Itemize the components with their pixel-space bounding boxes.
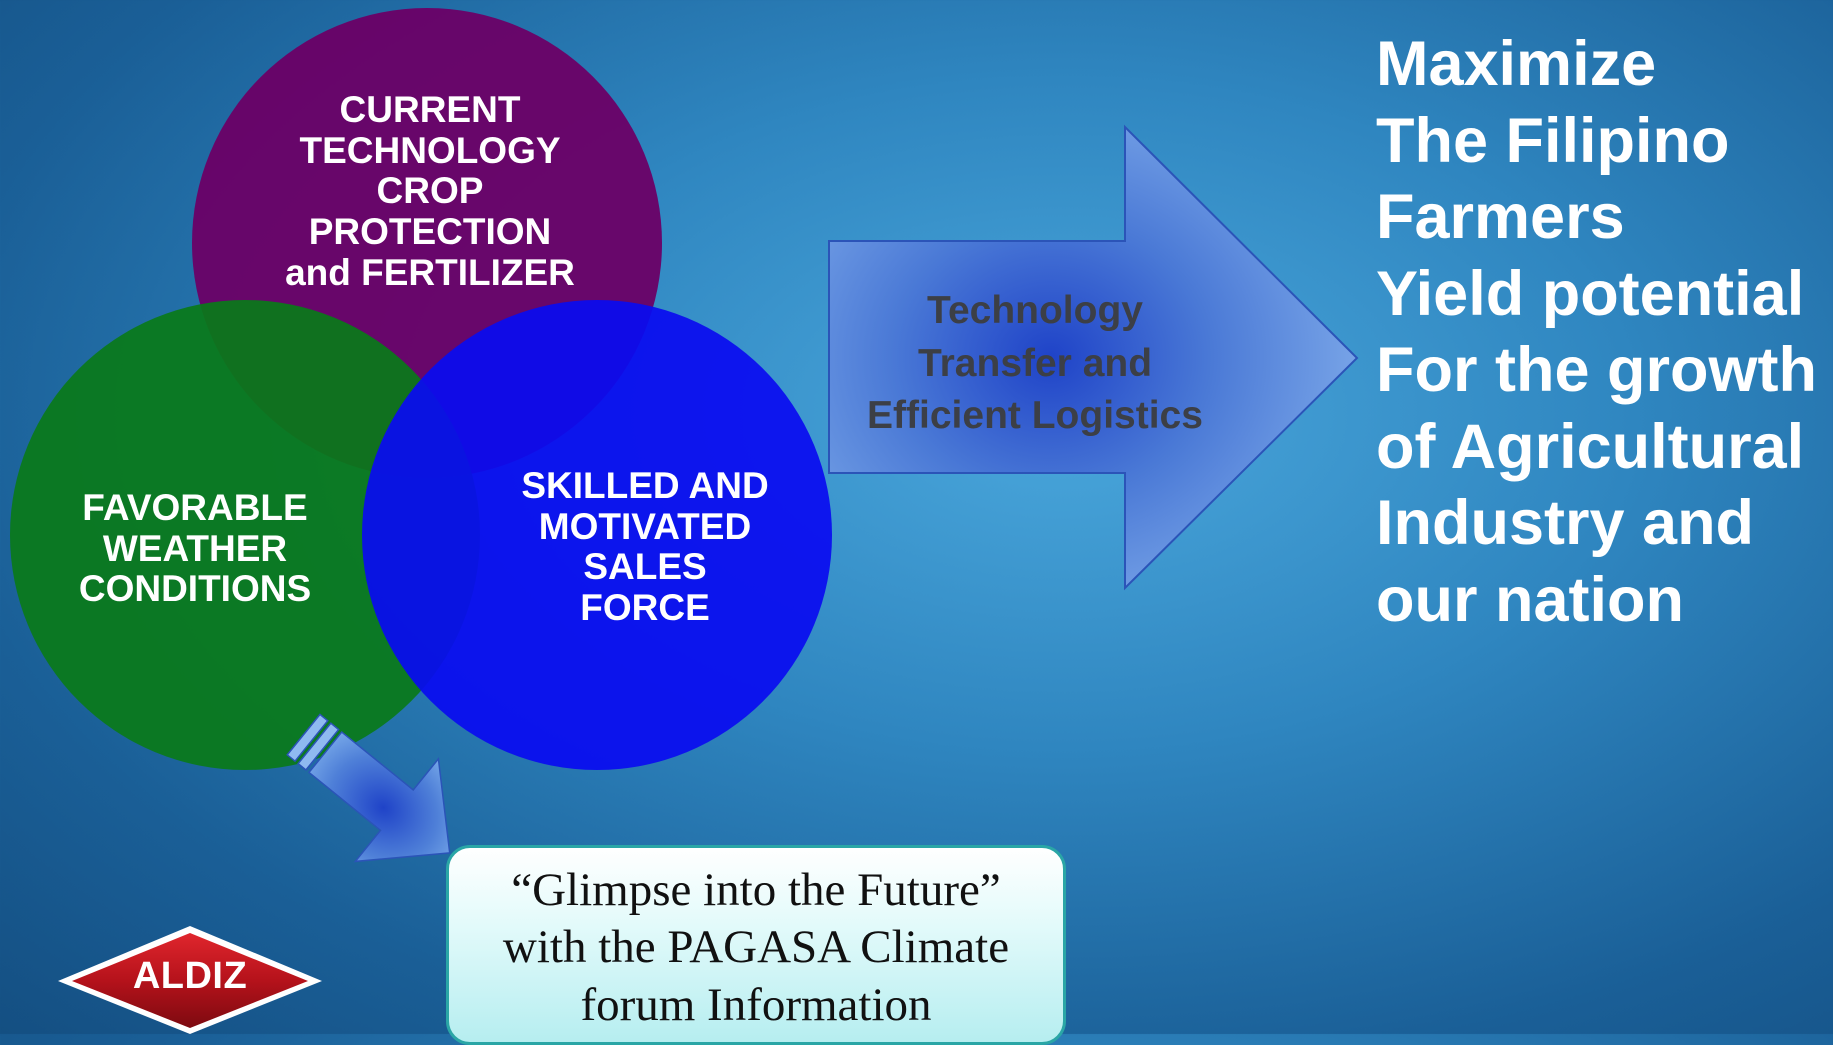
forum-info-text: “Glimpse into the Future” with the PAGAS… xyxy=(502,864,1010,1031)
circle-label-sales-force: SKILLED AND MOTIVATED SALES FORCE xyxy=(521,465,769,629)
result-line: The Filipino xyxy=(1376,105,1730,176)
result-line: Yield potential xyxy=(1376,258,1805,329)
venn-circle-weather xyxy=(10,300,480,770)
forum-info-box: “Glimpse into the Future” with the PAGAS… xyxy=(446,845,1066,1045)
circle-label-technology: CURRENT TECHNOLOGY CROP PROTECTION and F… xyxy=(285,89,575,293)
result-line: our nation xyxy=(1376,564,1684,635)
result-text: Maximize The Filipino Farmers Yield pote… xyxy=(1376,26,1826,638)
circle-label-weather: FAVORABLE WEATHER CONDITIONS xyxy=(78,487,312,610)
small-arrow xyxy=(286,713,451,863)
result-line: of Agricultural xyxy=(1376,411,1805,482)
venn-circle-sales-force xyxy=(362,300,832,770)
result-line: For the growth xyxy=(1376,335,1817,406)
arrow-label: Technology Transfer and Efficient Logist… xyxy=(867,289,1203,438)
aldiz-logo-text: ALDIZ xyxy=(132,955,248,997)
big-arrow xyxy=(828,124,1359,591)
result-line: Farmers xyxy=(1376,182,1625,253)
result-line: Industry and xyxy=(1376,488,1755,559)
result-line: Maximize xyxy=(1376,29,1657,99)
aldiz-logo xyxy=(58,926,322,1034)
